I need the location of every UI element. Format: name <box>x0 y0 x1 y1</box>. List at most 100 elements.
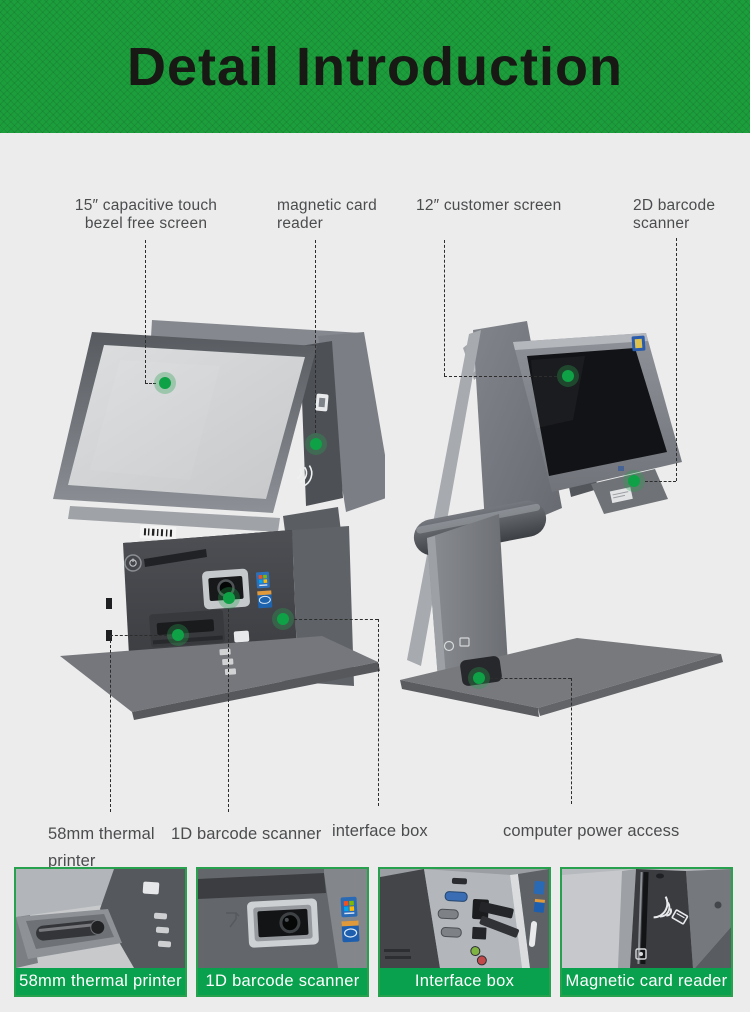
serial-port <box>440 926 462 938</box>
page-title: Detail Introduction <box>127 36 623 97</box>
windows-sticker <box>631 335 646 352</box>
contactless-icon <box>296 465 313 488</box>
callout-line: 58mm thermal <box>48 825 155 843</box>
gallery-caption: Interface box <box>380 968 549 995</box>
connector-power-access <box>490 678 571 679</box>
windows-sticker <box>340 896 358 918</box>
base-plate-edge <box>538 654 723 716</box>
stand-leg-edge <box>427 536 447 692</box>
barcode-sticker <box>139 525 177 540</box>
feed-button <box>233 630 250 643</box>
power-button-icon <box>124 554 142 572</box>
callout-line: 2D barcode <box>633 197 716 214</box>
callout-line: bezel free screen <box>84 215 208 232</box>
intel-sticker <box>257 590 273 609</box>
rear-display-side <box>318 332 385 512</box>
bezel-highlight <box>513 333 648 350</box>
callout-line: computer power access <box>503 822 680 840</box>
barcode-scanner-photo <box>198 869 367 968</box>
callout-line: 12″ customer screen <box>416 197 562 214</box>
callout-line: interface box <box>332 822 428 840</box>
gallery-card-magnetic-reader: Magnetic card reader <box>560 867 733 997</box>
bezel-logo <box>618 466 624 471</box>
stand-leg <box>427 514 509 692</box>
indicator-buttons <box>219 648 237 675</box>
connector-barcode-2d <box>676 238 677 481</box>
callout-line: magnetic card <box>277 197 377 214</box>
callout-line: reader <box>277 215 324 232</box>
audio-jack <box>476 955 487 966</box>
magnetic-card-reader-column <box>296 341 343 506</box>
touch-screen <box>68 345 305 499</box>
gallery-caption: 58mm thermal printer <box>16 968 185 995</box>
gallery-card-thermal-printer: 58mm thermal printer <box>14 867 187 997</box>
stand-panel <box>473 321 562 540</box>
header-banner: Detail Introduction <box>0 0 750 133</box>
callout-line: 1D barcode scanner <box>171 825 322 843</box>
connector-customer-screen <box>444 376 557 377</box>
marker-barcode-2d <box>623 470 645 492</box>
paper-slit <box>144 549 207 567</box>
vga-port <box>444 891 468 902</box>
gallery-card-barcode-1d: 1D barcode scanner <box>196 867 369 997</box>
connector-customer-screen <box>444 240 445 376</box>
card-slot <box>640 871 649 965</box>
screen-chin <box>68 506 280 532</box>
connector-thermal-printer <box>110 635 167 636</box>
gallery-card-interface-box: Interface box <box>378 867 551 997</box>
card-icon <box>635 948 647 960</box>
thermal-printer-photo <box>16 869 185 968</box>
connector-interface-box <box>294 619 378 620</box>
connector-barcode-2d <box>645 481 676 482</box>
marker-power-access <box>468 667 490 689</box>
connector-power-access <box>571 678 572 804</box>
gun-etching-icon <box>226 912 240 928</box>
usb-dongle <box>479 915 519 938</box>
io-ports <box>437 877 519 966</box>
callout-line: printer <box>48 852 96 870</box>
lan-port <box>472 926 487 940</box>
side-slot <box>106 598 112 609</box>
windows-sticker <box>255 571 270 589</box>
marker-thermal-printer <box>167 624 189 646</box>
side-slot <box>106 630 112 641</box>
connector-interface-box <box>378 619 379 806</box>
callout-barcode-2d: 2D barcode scanner <box>633 197 715 233</box>
screen-glare <box>90 360 220 480</box>
connector-thermal-printer <box>110 635 111 812</box>
magnetic-reader-photo <box>562 869 731 968</box>
power-label-icons <box>443 637 470 652</box>
contactless-icon <box>653 896 689 925</box>
gallery-caption: Magnetic card reader <box>562 968 731 995</box>
callout-barcode-1d: 1D barcode scanner <box>171 821 321 848</box>
marker-touch-screen <box>154 372 176 394</box>
marker-customer-screen <box>557 365 579 387</box>
marker-magnetic-reader <box>305 433 327 455</box>
pos-back-photo <box>400 321 723 717</box>
windows-sticker <box>533 880 545 895</box>
base-plate-edge <box>132 662 380 720</box>
connector-touch-screen <box>145 240 146 383</box>
pos-front-photo <box>53 320 385 720</box>
screw-hole <box>714 901 722 909</box>
foot-label <box>609 487 633 504</box>
serial-port <box>437 908 459 920</box>
connector-magnetic-reader <box>315 240 316 433</box>
paper-roller <box>36 919 106 941</box>
interface-box-photo <box>380 869 549 968</box>
detail-gallery: 58mm thermal printer <box>14 867 737 997</box>
audio-jack <box>470 946 481 957</box>
callout-touch-screen: 15″ capacitive touch bezel free screen <box>61 197 231 233</box>
intel-sticker <box>341 920 360 943</box>
card-swipe-icon <box>315 393 329 412</box>
marker-interface-box <box>272 608 294 630</box>
callout-customer-screen: 12″ customer screen <box>416 197 561 215</box>
base-plate <box>60 636 378 712</box>
gallery-caption: 1D barcode scanner <box>198 968 367 995</box>
callout-interface-box: interface box <box>332 818 428 845</box>
callout-line: 15″ capacitive touch <box>74 197 218 214</box>
callout-magnetic-reader: magnetic card reader <box>277 197 377 233</box>
base-plate-edge <box>400 680 539 717</box>
usb-plug <box>479 901 514 919</box>
